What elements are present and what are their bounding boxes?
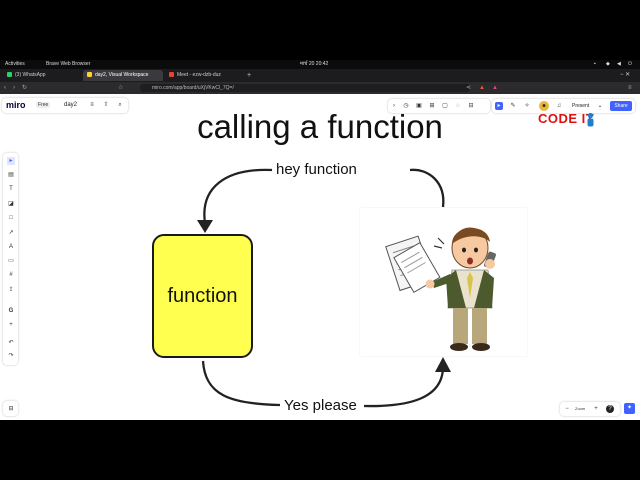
reactions-panel-button[interactable]: ✦	[624, 403, 635, 414]
user-avatar[interactable]: ☻	[539, 101, 549, 111]
top-arrow-label[interactable]: hey function	[273, 161, 360, 178]
search-icon[interactable]: ⌕	[118, 102, 122, 108]
activities-button[interactable]: Activities	[5, 61, 25, 67]
tab-label: Meet - ezw-dzb-duz	[177, 72, 221, 78]
function-box-label: function	[167, 284, 238, 307]
redo-icon[interactable]: ↷	[8, 353, 14, 359]
board-title[interactable]: calling a function	[197, 108, 443, 145]
share-page-icon[interactable]: ⋖	[466, 85, 472, 91]
connection-line-icon[interactable]: ↗	[8, 230, 14, 236]
code-it-logo-text: CODE IT	[538, 111, 595, 126]
overview-map-icon: ⊟	[8, 406, 14, 412]
share-toolbar-panel: ▸ ✎ ✧ ☻ ♫ Present ⌄ Share	[492, 99, 635, 113]
tab-miro-board[interactable]: day2, Visual Workspace	[83, 70, 163, 81]
browser-address-bar: ‹ › ↻ ☆ miro.com/app/board/uXjVKwCl_7Q=/…	[0, 82, 640, 94]
power-icon[interactable]: ⏻	[628, 61, 632, 67]
plan-badge[interactable]: Free	[36, 102, 51, 108]
brave-shields-icon[interactable]: ▲	[479, 85, 485, 91]
share-button[interactable]: Share	[610, 101, 632, 111]
forward-arrow-icon[interactable]: ›	[13, 85, 15, 91]
code-it-logo: CODE IT	[538, 111, 614, 128]
focused-app-name[interactable]: Brave Web Browser	[46, 61, 91, 67]
add-more-icon[interactable]: +	[9, 322, 13, 328]
caller-person-image[interactable]	[360, 208, 527, 356]
collaboration-tools-panel: › ◷ ▣ ⊞ ▢ ◌ ⊟	[388, 99, 490, 113]
board-header-panel: miro Free day2 ≡ ⇧ ⌕	[2, 98, 128, 113]
miro-board-canvas[interactable]	[0, 94, 640, 420]
tab-google-meet[interactable]: Meet - ezw-dzb-duz	[165, 70, 243, 81]
clock[interactable]: मार्च 20 20:42	[300, 61, 329, 67]
text-tool-icon[interactable]: T	[9, 186, 13, 192]
back-arrow-icon[interactable]: ‹	[4, 85, 6, 91]
reload-icon[interactable]: ↻	[22, 85, 28, 91]
function-sticky-box[interactable]: function	[152, 234, 253, 358]
man-on-phone-illustration	[385, 227, 496, 351]
frame-tool-icon[interactable]: #	[9, 272, 13, 278]
person-figure-icon	[587, 112, 594, 127]
select-cursor-icon[interactable]: ▸	[7, 157, 15, 165]
comment-tool-icon[interactable]: ▭	[8, 258, 14, 264]
tab-label: (3) WhatsApp	[15, 72, 46, 78]
notification-bell-icon[interactable]: ♫	[556, 103, 562, 109]
comment-icon[interactable]: ◌	[456, 103, 460, 109]
shape-tool-icon[interactable]: □	[9, 215, 13, 221]
arrowhead-up-to-person	[435, 357, 451, 372]
board-name[interactable]: day2	[64, 102, 78, 108]
chat-icon[interactable]: ▢	[442, 103, 448, 109]
tab-whatsapp[interactable]: (3) WhatsApp	[3, 70, 81, 81]
miro-icon	[87, 72, 92, 78]
brave-rewards-icon[interactable]: ▲	[492, 85, 498, 91]
bottom-right-arrow-curve[interactable]	[363, 367, 445, 408]
top-left-arrow-curve[interactable]	[203, 168, 273, 224]
undo-icon[interactable]: ↶	[8, 340, 14, 346]
whatsapp-icon	[7, 72, 12, 78]
zoom-out-button[interactable]: −	[565, 406, 569, 412]
bottom-arrow-label[interactable]: Yes please	[281, 397, 360, 414]
window-controls[interactable]: − ✕	[620, 72, 631, 78]
zoom-in-button[interactable]: +	[594, 406, 598, 412]
bottom-left-arrow-curve[interactable]	[201, 360, 281, 407]
menu-icon[interactable]: ≡	[628, 85, 632, 91]
present-button[interactable]: Present	[572, 103, 590, 109]
timer-icon[interactable]: ◷	[403, 103, 409, 109]
zoom-controls: − Zoom + ?	[560, 402, 620, 416]
google-icon[interactable]: G	[8, 308, 14, 314]
pen-tool-icon[interactable]: A	[8, 244, 13, 250]
top-right-arrow-curve[interactable]	[409, 168, 445, 208]
present-dropdown-chevron-icon[interactable]: ⌄	[597, 103, 603, 109]
zoom-level[interactable]: Zoom	[575, 406, 586, 411]
more-tools-icon[interactable]: ✧	[524, 103, 530, 109]
system-top-bar: Activities Brave Web Browser मार्च 20 20…	[0, 60, 640, 69]
video-camera-icon[interactable]: ▪	[594, 61, 596, 67]
meet-icon	[169, 72, 174, 78]
templates-icon[interactable]: ▤	[8, 172, 14, 178]
bookmark-icon[interactable]: ☆	[118, 85, 124, 91]
chevron-right-icon[interactable]: ›	[393, 103, 395, 109]
miro-logo[interactable]: miro	[6, 100, 26, 110]
browser-tab-strip: (3) WhatsApp day2, Visual Workspace Meet…	[0, 69, 640, 82]
help-button[interactable]: ?	[606, 405, 614, 413]
sticky-note-icon[interactable]: ◪	[8, 201, 14, 207]
upload-icon[interactable]: ⇪	[8, 287, 14, 293]
board-overview-button[interactable]: ⊟	[3, 401, 18, 416]
url-field[interactable]: miro.com/app/board/uXjVKwCl_7Q=/	[140, 84, 470, 92]
reactions-icon[interactable]: ✎	[510, 103, 516, 109]
left-toolbar: ▸ ▤ T ◪ □ ↗ A ▭ # ⇪ G + ↶ ↷	[3, 153, 18, 365]
arrowhead-down-to-function	[197, 220, 213, 233]
export-icon[interactable]: ⇧	[103, 102, 109, 108]
hamburger-menu-icon[interactable]: ≡	[90, 102, 94, 108]
cursor-mode-icon[interactable]: ▸	[495, 102, 503, 110]
wifi-icon[interactable]: ◆	[606, 61, 610, 67]
new-tab-button[interactable]: +	[247, 72, 252, 79]
volume-icon[interactable]: ◀	[617, 61, 621, 67]
grid-icon[interactable]: ⊞	[429, 103, 435, 109]
tab-label: day2, Visual Workspace	[95, 72, 149, 78]
frame-icon[interactable]: ▣	[416, 103, 422, 109]
apps-icon[interactable]: ⊟	[468, 103, 474, 109]
